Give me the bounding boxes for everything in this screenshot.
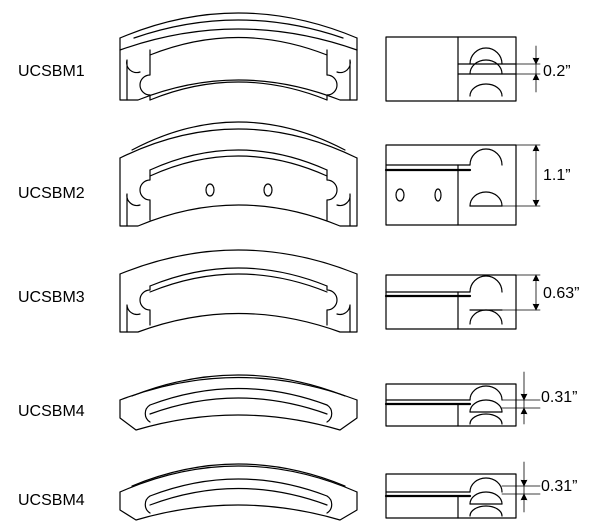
side-view <box>384 144 541 226</box>
iso-view <box>119 12 358 101</box>
side-view <box>384 274 541 330</box>
part-row-2: UCSBM2 <box>18 121 571 227</box>
dimension-label: 1.1” <box>543 167 571 184</box>
dimension-label: 0.31” <box>541 478 577 495</box>
part-row-5: UCSBM4 0.31” <box>18 461 577 521</box>
iso-view <box>119 121 358 227</box>
iso-view <box>119 463 358 521</box>
side-view <box>384 371 541 427</box>
part-row-1: UCSBM1 0.2” <box>18 12 571 102</box>
iso-view <box>119 249 358 333</box>
part-name-label: UCSBM3 <box>18 289 85 306</box>
dimension-label: 0.31” <box>541 389 577 406</box>
part-name-label: UCSBM4 <box>18 492 85 509</box>
part-row-3: UCSBM3 0.63” <box>18 249 579 333</box>
side-view <box>385 36 541 102</box>
iso-view <box>119 374 358 431</box>
dimension-label: 0.63” <box>543 285 579 302</box>
part-row-4: UCSBM4 0.31” <box>18 371 577 431</box>
side-view <box>384 461 541 519</box>
dimension-label: 0.2” <box>543 63 571 80</box>
part-name-label: UCSBM2 <box>18 185 85 202</box>
part-name-label: UCSBM4 <box>18 403 85 420</box>
part-name-label: UCSBM1 <box>18 63 85 80</box>
